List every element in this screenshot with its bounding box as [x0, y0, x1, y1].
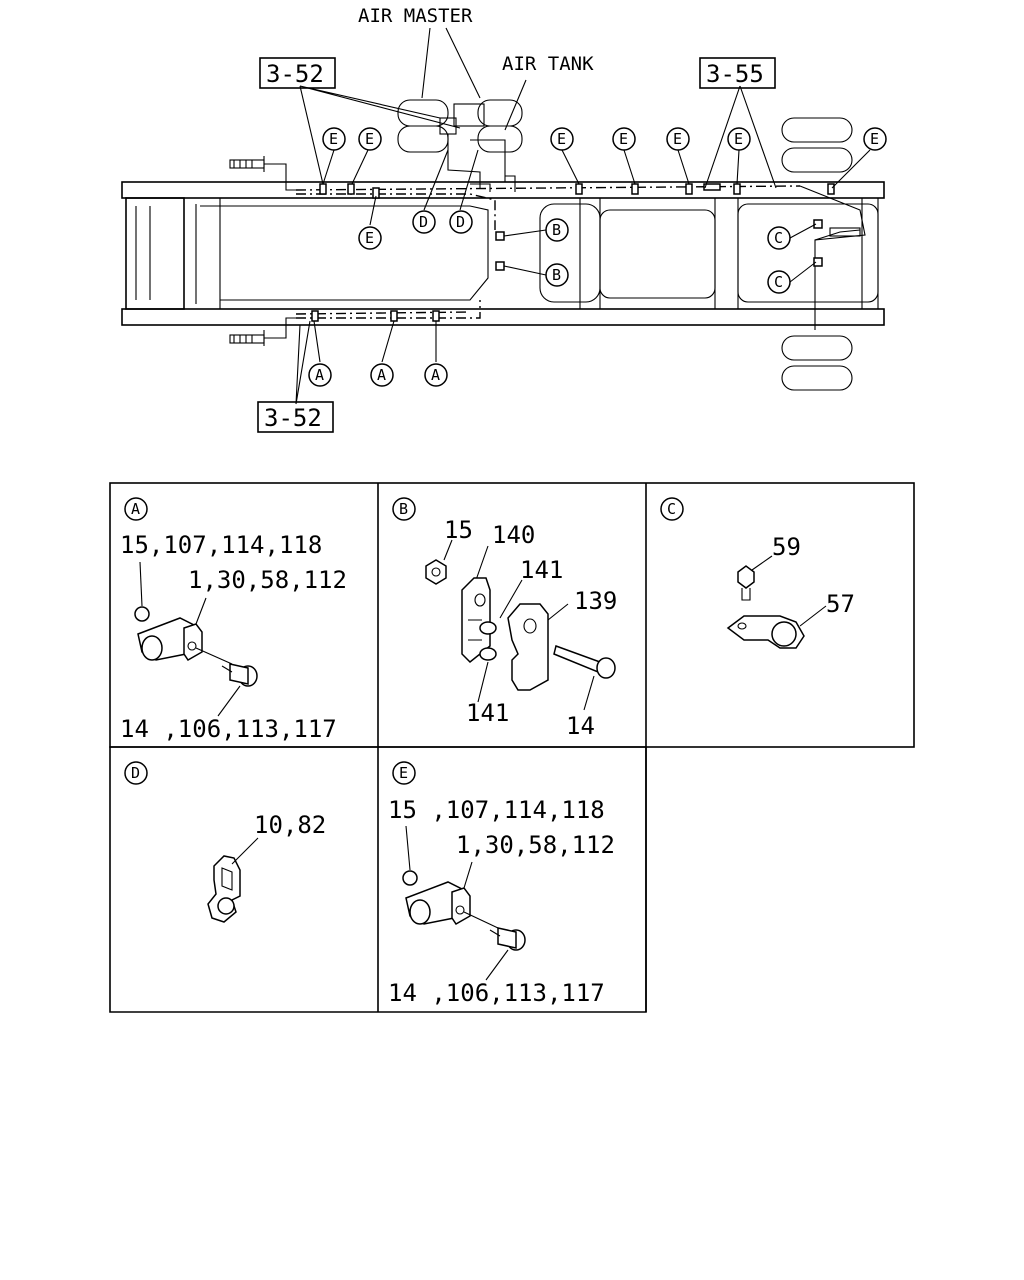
- air-tank-label: AIR TANK: [502, 53, 594, 75]
- marker-b-2-text: B: [552, 266, 561, 284]
- marker-e-3-text: E: [365, 229, 374, 247]
- panel-d-key: D: [131, 764, 140, 782]
- marker-e-6-text: E: [673, 130, 682, 148]
- marker-e-1-text: E: [329, 130, 338, 148]
- marker-e-2: E: [358, 127, 382, 151]
- panel-a-label-1: 15,107,114,118: [120, 531, 322, 559]
- marker-a-1-text: A: [315, 366, 324, 384]
- panel-a-label-3: 14 ,106,113,117: [120, 715, 337, 743]
- marker-e-3: E: [358, 226, 382, 250]
- marker-e-2-text: E: [365, 130, 374, 148]
- panel-a-clip-drawing: [134, 561, 258, 717]
- panel-b-key: B: [399, 500, 408, 518]
- panel-b-label-140: 140: [492, 521, 535, 549]
- detail-panel-d: D 10,82: [124, 761, 326, 923]
- marker-d-1: D: [412, 210, 436, 234]
- front-hoses: [229, 156, 300, 346]
- panel-c-clip-drawing: [726, 555, 827, 649]
- marker-b-1-text: B: [552, 221, 561, 239]
- panel-b-label-139: 139: [574, 587, 617, 615]
- marker-c-1: C: [767, 226, 791, 250]
- marker-a-3: A: [424, 363, 448, 387]
- ref-box-bottom-left: 3-52: [257, 401, 334, 433]
- air-master-label: AIR MASTER: [358, 5, 473, 27]
- ref-box-top-left: 3-52: [259, 57, 336, 89]
- panel-b-label-141-top: 141: [520, 556, 563, 584]
- panel-e-key: E: [399, 764, 408, 782]
- marker-d-2-text: D: [456, 213, 465, 231]
- marker-c-2: C: [767, 270, 791, 294]
- detail-panel-a: A 15,107,114,118 1,30,58,112 14 ,106,113…: [120, 497, 347, 743]
- marker-a-2-text: A: [377, 366, 386, 384]
- chassis-frame: [121, 181, 885, 326]
- panel-c-key: C: [667, 500, 676, 518]
- ref-box-top-right: 3-55: [699, 57, 776, 89]
- panel-e-label-3: 14 ,106,113,117: [388, 979, 605, 1007]
- marker-b-2: B: [545, 263, 569, 287]
- panel-b-label-14: 14: [566, 712, 595, 740]
- marker-e-4: E: [550, 127, 574, 151]
- panel-b-label-141-bottom: 141: [466, 699, 509, 727]
- marker-c-1-text: C: [774, 229, 783, 247]
- panel-a-key: A: [131, 500, 140, 518]
- marker-e-7-text: E: [734, 130, 743, 148]
- panel-c-label-59: 59: [772, 533, 801, 561]
- leader-lines: [295, 27, 871, 405]
- marker-e-6: E: [666, 127, 690, 151]
- detail-panel-b: B 15 140 141 139 141 14: [392, 497, 617, 740]
- panel-e-clip-drawing: [402, 825, 526, 981]
- marker-d-2: D: [449, 210, 473, 234]
- marker-c-2-text: C: [774, 273, 783, 291]
- panel-c-label-57: 57: [826, 590, 855, 618]
- marker-e-5: E: [612, 127, 636, 151]
- detail-grid: [109, 482, 915, 1013]
- detail-panel-e: E 15 ,107,114,118 1,30,58,112 14 ,106,11…: [388, 761, 615, 1007]
- marker-e-8: E: [863, 127, 887, 151]
- rear-tires: [781, 117, 861, 391]
- marker-d-1-text: D: [419, 213, 428, 231]
- panel-b-label-15: 15: [444, 516, 473, 544]
- marker-e-4-text: E: [557, 130, 566, 148]
- marker-e-8-text: E: [870, 130, 879, 148]
- panel-e-label-2: 1,30,58,112: [456, 831, 615, 859]
- detail-panel-c: C 59 57: [660, 497, 855, 649]
- marker-e-5-text: E: [619, 130, 628, 148]
- air-master-tank: [397, 99, 523, 192]
- marker-a-2: A: [370, 363, 394, 387]
- panel-d-label-1: 10,82: [254, 811, 326, 839]
- ref-text-top-right: 3-55: [706, 60, 764, 88]
- panel-e-label-1: 15 ,107,114,118: [388, 796, 605, 824]
- panel-a-label-2: 1,30,58,112: [188, 566, 347, 594]
- panel-b-bracket-drawing: [425, 539, 616, 711]
- ref-text-top-left: 3-52: [266, 60, 324, 88]
- ref-text-bottom-left: 3-52: [264, 404, 322, 432]
- marker-a-1: A: [308, 363, 332, 387]
- marker-e-7: E: [727, 127, 751, 151]
- panel-d-clip-drawing: [207, 837, 259, 923]
- marker-b-1: B: [545, 218, 569, 242]
- marker-a-3-text: A: [431, 366, 440, 384]
- marker-e-1: E: [322, 127, 346, 151]
- clip-blocks: [311, 183, 835, 322]
